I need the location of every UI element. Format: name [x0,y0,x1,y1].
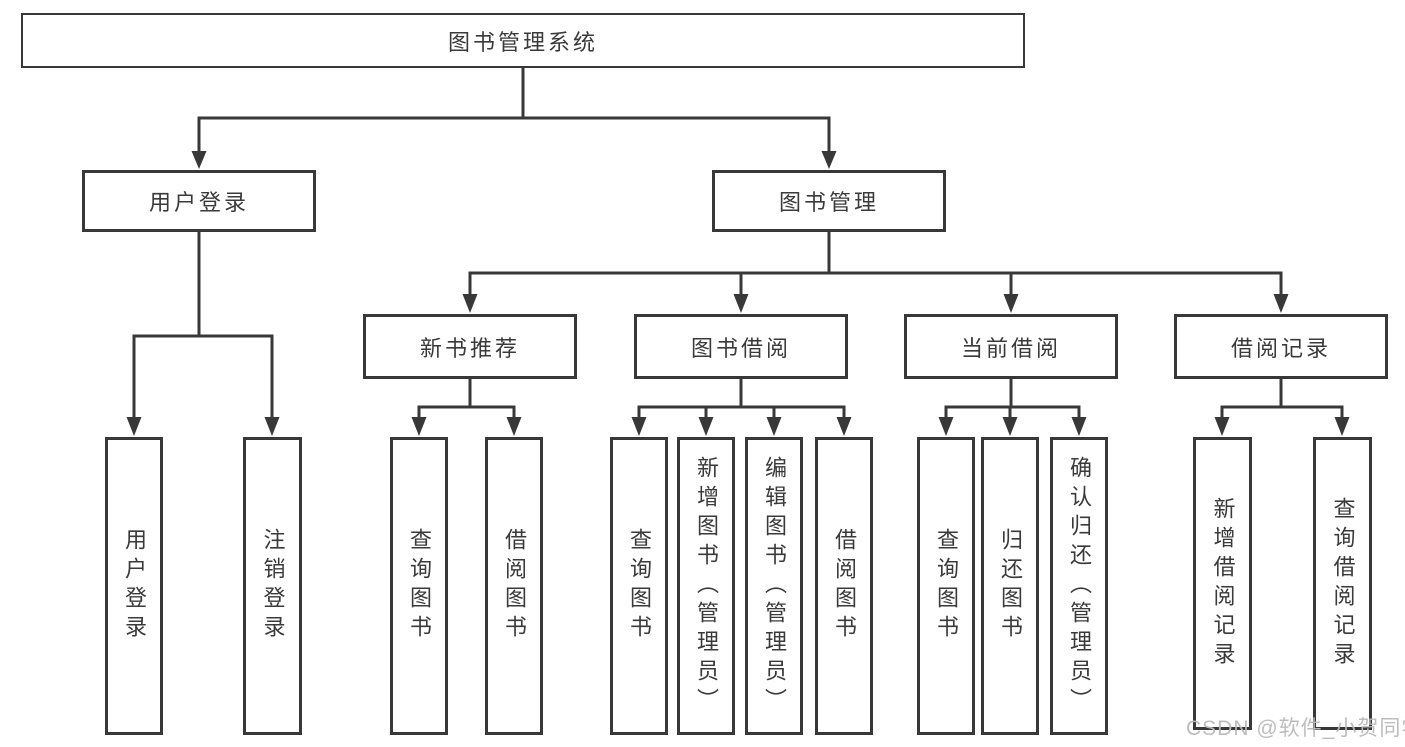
node-leaf-borrow-books-borrow: 借阅图书 [815,437,873,735]
node-leaf-query-borrow-record: 查询借阅记录 [1313,437,1372,730]
node-borrow-records: 借阅记录 [1174,314,1388,379]
node-leaf-user-login: 用户登录 [105,437,163,735]
node-book-borrow: 图书借阅 [634,314,848,379]
node-leaf-query-books-recommend: 查询图书 [390,437,448,735]
node-current-borrow: 当前借阅 [904,314,1118,379]
node-leaf-logout: 注销登录 [243,437,302,735]
node-leaf-add-book-admin: 新增图书（管理员） [677,437,735,735]
node-leaf-edit-book-admin: 编辑图书（管理员） [745,437,803,735]
node-leaf-borrow-books-recommend: 借阅图书 [485,437,543,735]
node-leaf-query-books-current: 查询图书 [917,437,975,735]
arrowhead-icons [126,151,1350,436]
node-book-management: 图书管理 [712,170,946,232]
node-root: 图书管理系统 [21,13,1025,68]
node-leaf-confirm-return-admin: 确认归还（管理员） [1050,437,1108,735]
node-leaf-add-borrow-record: 新增借阅记录 [1193,437,1252,730]
node-new-book-recommend: 新书推荐 [363,314,577,379]
connector-segments [132,68,1344,418]
node-leaf-query-books-borrow: 查询图书 [610,437,668,735]
node-user-login: 用户登录 [82,170,316,232]
csdn-watermark: CSDN @软件_小贺同学 [1186,717,1405,740]
node-leaf-return-book: 归还图书 [981,437,1039,735]
